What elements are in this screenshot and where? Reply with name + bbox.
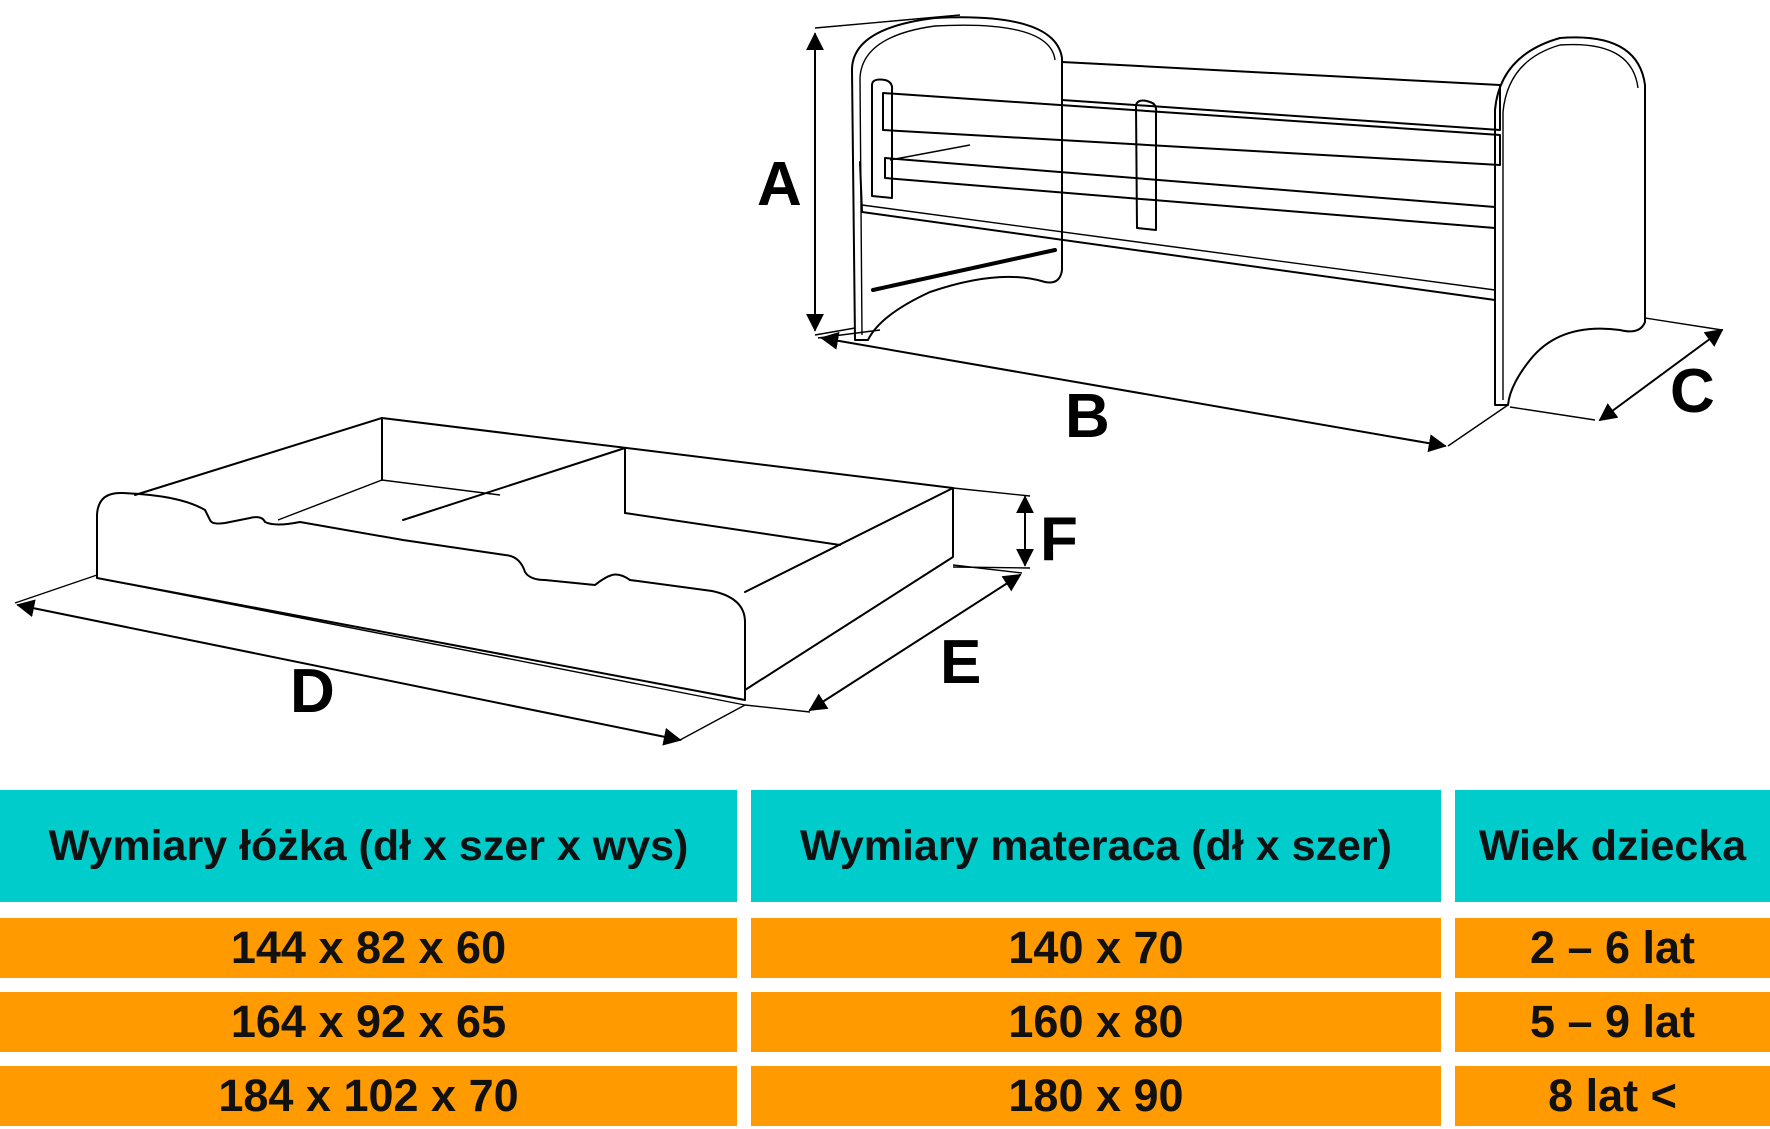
dimension-label-e: E <box>940 628 981 697</box>
bed-dimension-drawing: A B C D E F <box>14 14 1724 746</box>
cell-mattress-dimensions: 160 x 80 <box>751 992 1441 1052</box>
header-mattress-dimensions: Wymiary materaca (dł x szer) <box>751 790 1441 902</box>
cell-bed-dimensions: 164 x 92 x 65 <box>0 992 737 1052</box>
cell-bed-dimensions: 144 x 82 x 60 <box>0 918 737 978</box>
cell-mattress-dimensions: 180 x 90 <box>751 1066 1441 1126</box>
table-row: 144 x 82 x 60 140 x 70 2 – 6 lat <box>0 918 1770 978</box>
header-child-age: Wiek dziecka <box>1455 790 1770 902</box>
size-table: Wymiary łóżka (dł x szer x wys) Wymiary … <box>0 790 1770 1129</box>
dimension-label-d: D <box>290 657 335 726</box>
header-bed-dimensions: Wymiary łóżka (dł x szer x wys) <box>0 790 737 902</box>
cell-mattress-dimensions: 140 x 70 <box>751 918 1441 978</box>
table-header-row: Wymiary łóżka (dł x szer x wys) Wymiary … <box>0 790 1770 902</box>
cell-child-age: 8 lat < <box>1455 1066 1770 1126</box>
cell-child-age: 2 – 6 lat <box>1455 918 1770 978</box>
cell-bed-dimensions: 184 x 102 x 70 <box>0 1066 737 1126</box>
dimension-label-f: F <box>1040 505 1078 574</box>
cell-child-age: 5 – 9 lat <box>1455 992 1770 1052</box>
table-row: 164 x 92 x 65 160 x 80 5 – 9 lat <box>0 992 1770 1052</box>
bed-illustration <box>806 14 1724 453</box>
dimension-label-b: B <box>1065 382 1110 451</box>
table-row: 184 x 102 x 70 180 x 90 8 lat < <box>0 1066 1770 1126</box>
drawer-illustration <box>14 417 1034 746</box>
dimension-label-c: C <box>1670 357 1715 426</box>
dimension-label-a: A <box>757 150 802 219</box>
